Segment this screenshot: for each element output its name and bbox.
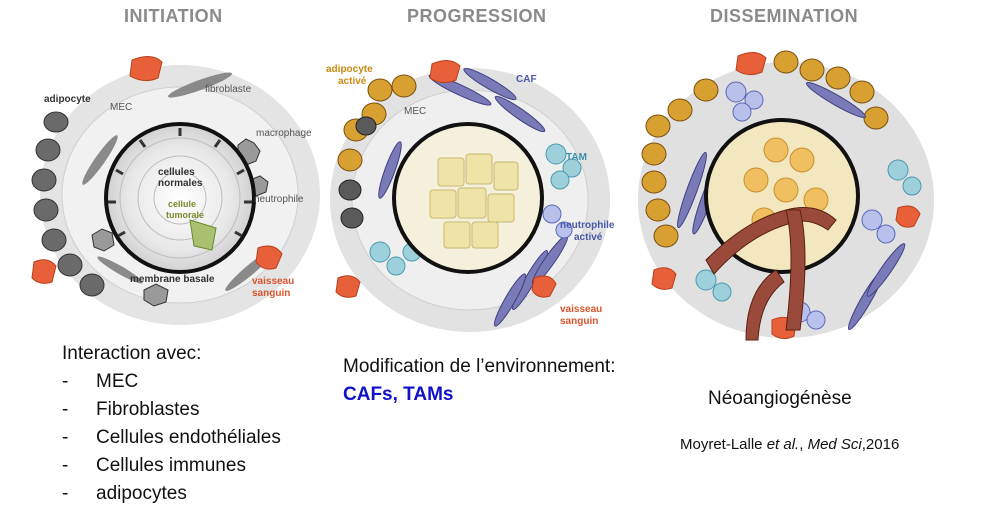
tumor-cell <box>189 219 217 251</box>
label-neutrophile-active-2: activé <box>574 232 603 243</box>
label-neutrophile: neutrophile <box>254 194 304 205</box>
caf-cells <box>378 67 569 327</box>
list-item: Cellules endothéliales <box>62 424 281 452</box>
membrane-ticks <box>108 128 252 238</box>
title-progression: PROGRESSION <box>407 6 547 26</box>
label-vaisseau-2: sanguin <box>252 288 290 299</box>
neoangiogenesis-vessels <box>705 207 837 341</box>
dissemination-diagram <box>636 30 956 355</box>
interaction-list: MEC Fibroblastes Cellules endothéliales … <box>62 368 281 508</box>
title-initiation: INITIATION <box>124 6 223 26</box>
tam-cells <box>695 159 922 302</box>
label-cellules-normales-1: cellules <box>158 167 195 178</box>
reference-citation: Moyret-Lalle et al., Med Sci,2016 <box>680 436 899 453</box>
adipocyte-cluster <box>641 50 889 248</box>
reference-journal: Med Sci <box>807 436 862 453</box>
reference-etal: et al. <box>766 436 800 453</box>
label-caf: CAF <box>516 74 537 85</box>
blood-vessel <box>31 56 283 284</box>
reference-separator: , <box>799 436 808 453</box>
title-dissemination: DISSEMINATION <box>710 6 859 26</box>
list-item: adipocytes <box>62 480 281 508</box>
adipocyte-cluster <box>338 116 377 229</box>
modification-subcaption: CAFs, TAMs <box>343 384 454 405</box>
label-adipocyte: adipocyte <box>44 94 91 105</box>
label-cellule-tumorale-1: cellule <box>168 199 196 209</box>
reference-authors: Moyret-Lalle <box>680 436 767 453</box>
label-vaisseau-2: sanguin <box>560 316 598 327</box>
blood-vessel <box>335 60 557 298</box>
basal-membrane <box>104 122 256 274</box>
tam-cells <box>369 143 582 276</box>
blood-vessel <box>651 52 921 340</box>
activated-neutrophil <box>542 204 573 239</box>
label-mec: MEC <box>404 106 426 117</box>
list-item: MEC <box>62 368 281 396</box>
interaction-title: Interaction avec: <box>62 343 202 364</box>
reference-year: ,2016 <box>861 436 900 453</box>
label-adipocyte-active-1: adipocyte <box>326 64 373 75</box>
list-item: Cellules immunes <box>62 452 281 480</box>
list-item: Fibroblastes <box>62 396 281 424</box>
label-macrophage: macrophage <box>256 128 312 139</box>
label-membrane-basale: membrane basale <box>130 274 215 285</box>
label-vaisseau-1: vaisseau <box>252 276 294 287</box>
tumor-cells <box>429 153 519 249</box>
label-fibroblaste: fibroblaste <box>205 84 252 95</box>
label-vaisseau-1: vaisseau <box>560 304 602 315</box>
label-neutrophile-active-1: neutrophile <box>560 220 615 231</box>
neoangiogenese-caption: Néoangiogénèse <box>708 388 852 409</box>
label-cellules-normales-2: normales <box>158 178 203 189</box>
interaction-caption: Interaction avec: MEC Fibroblastes Cellu… <box>62 340 281 508</box>
progression-diagram: adipocyte activé CAF MEC TAM neutrophile… <box>320 30 620 345</box>
modification-caption: Modification de l’environnement: <box>343 356 616 377</box>
initiation-diagram: adipocyte MEC fibroblaste macrophage cel… <box>20 30 320 345</box>
caf-cells <box>677 81 906 331</box>
label-mec: MEC <box>110 102 132 113</box>
normal-cells <box>119 137 241 259</box>
adipocyte-cluster <box>31 111 105 297</box>
label-cellule-tumorale-2: tumorale <box>166 210 204 220</box>
label-adipocyte-active-2: activé <box>338 76 367 87</box>
label-tam: TAM <box>566 152 587 163</box>
